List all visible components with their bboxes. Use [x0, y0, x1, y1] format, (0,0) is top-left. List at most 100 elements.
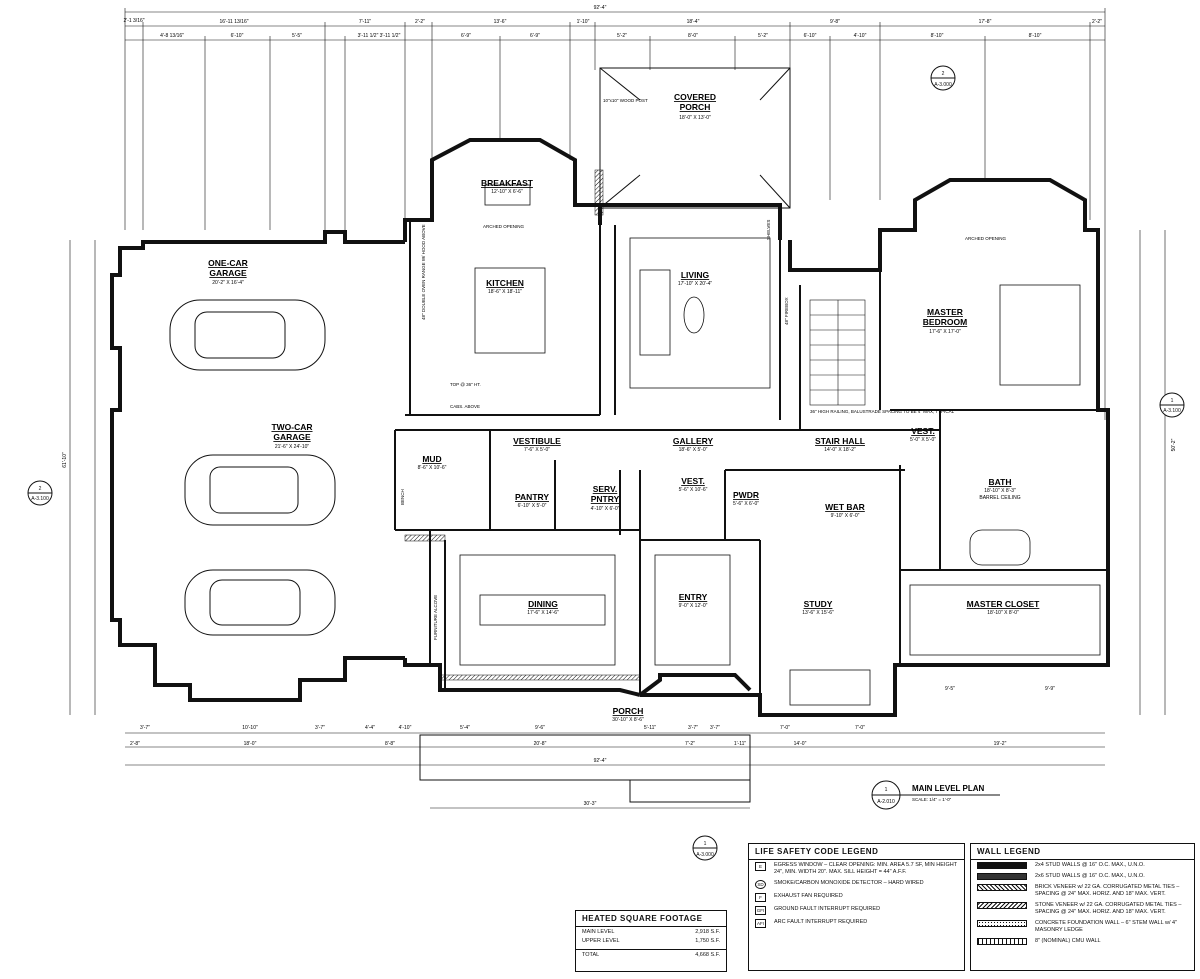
- svg-text:20'-8": 20'-8": [534, 741, 547, 747]
- svg-text:13'-6" X 15'-6": 13'-6" X 15'-6": [802, 610, 834, 616]
- sqft-title: HEATED SQUARE FOOTAGE: [576, 911, 726, 927]
- svg-text:8'-10": 8'-10": [1029, 33, 1042, 39]
- section-marker-bottom: 1 A-3.000: [692, 835, 718, 861]
- wall-legend: WALL LEGEND 2x4 STUD WALLS @ 16" O.C. MA…: [970, 843, 1195, 971]
- svg-text:6'-10": 6'-10": [804, 33, 817, 39]
- svg-text:5'-6" X 6'-0": 5'-6" X 6'-0": [733, 501, 759, 507]
- svg-text:16'-11 13/16": 16'-11 13/16": [219, 19, 248, 25]
- dining-rug: [459, 554, 616, 666]
- note-furniture-alcove: FURNITURE ALCOVE: [433, 595, 438, 640]
- svg-text:18'-10" X 8'-3": 18'-10" X 8'-3": [984, 488, 1016, 494]
- svg-text:A-2.010: A-2.010: [877, 799, 895, 805]
- plan-title: 1 A-2.010 MAIN LEVEL PLAN SCALE: 1/4" = …: [871, 780, 1000, 810]
- svg-text:18'-6" X 18'-11": 18'-6" X 18'-11": [488, 289, 522, 295]
- svg-text:14'-0" X 18'-2": 14'-0" X 18'-2": [824, 447, 856, 453]
- svg-text:2: 2: [942, 71, 945, 77]
- interior-walls: [394, 220, 1108, 715]
- note-shelves: SHELVES: [766, 220, 771, 240]
- covered-porch-outline: [599, 67, 791, 209]
- svg-text:7'-2": 7'-2": [685, 741, 695, 747]
- stone-veneer-swatch: [977, 902, 1027, 909]
- top-dimension-lines: [124, 8, 1106, 420]
- svg-text:PORCH: PORCH: [680, 102, 711, 112]
- exhaust-fan-icon: F: [755, 893, 766, 902]
- room-master-closet: MASTER CLOSET: [967, 599, 1041, 609]
- bottom-dimension-text: 2'-8" 18'-0" 8'-8" 20'-8" 7'-2" 1'-11" 1…: [130, 686, 1055, 807]
- top-dimension-text: 92'-4" 2'-1 3/16" 16'-11 13/16" 7'-11" 2…: [123, 5, 1102, 39]
- room-serv-pantry: SERV.: [593, 484, 618, 494]
- cmu-swatch: [977, 938, 1027, 945]
- svg-text:5'-6" X 10'-6": 5'-6" X 10'-6": [679, 487, 708, 493]
- svg-text:10'-10": 10'-10": [242, 725, 258, 731]
- svg-text:5'-2": 5'-2": [758, 33, 768, 39]
- life-safety-title: LIFE SAFETY CODE LEGEND: [749, 844, 964, 860]
- svg-text:2'-8": 2'-8": [130, 741, 140, 747]
- room-wet-bar: WET BAR: [825, 502, 865, 512]
- svg-text:A-3.000: A-3.000: [934, 82, 952, 88]
- room-breakfast: BREAKFAST: [481, 178, 534, 188]
- afi-icon: AFI: [755, 919, 766, 928]
- entry-rug: [654, 554, 731, 666]
- svg-text:1'-10": 1'-10": [577, 19, 590, 25]
- svg-text:6'-9": 6'-9": [461, 33, 471, 39]
- svg-text:1: 1: [704, 841, 707, 847]
- note-arched-opening: ARCHED OPENING: [483, 224, 525, 229]
- room-study: STUDY: [804, 599, 833, 609]
- svg-text:GARAGE: GARAGE: [273, 432, 311, 442]
- svg-text:18'-0" X 13'-0": 18'-0" X 13'-0": [679, 115, 711, 121]
- room-labels: COVERED PORCH 18'-0" X 13'-0" BREAKFAST …: [208, 92, 1040, 723]
- svg-text:18'-4": 18'-4": [687, 19, 700, 25]
- legend-item: BRICK VENEER w/ 22 GA. CORRUGATED METAL …: [971, 882, 1194, 900]
- room-vest-entry: VEST.: [681, 476, 705, 486]
- plan-title-text: MAIN LEVEL PLAN: [912, 784, 985, 793]
- desk: [789, 669, 871, 706]
- svg-text:8'-6" X 10'-6": 8'-6" X 10'-6": [418, 465, 447, 471]
- svg-text:5'-0" X 5'-0": 5'-0" X 5'-0": [910, 437, 936, 443]
- svg-text:2'-2": 2'-2": [415, 19, 425, 25]
- note-wood-post: 10"x10" WOOD POST: [603, 98, 648, 103]
- legend-item: 2x4 STUD WALLS @ 16" O.C. MAX., U.N.O.: [971, 860, 1194, 871]
- svg-text:7'-11": 7'-11": [359, 19, 372, 25]
- room-vestibule: VESTIBULE: [513, 436, 561, 446]
- exterior-walls: [110, 138, 1110, 717]
- svg-text:30'-10" X 8'-6": 30'-10" X 8'-6": [612, 717, 644, 723]
- svg-text:PNTRY: PNTRY: [591, 494, 620, 504]
- svg-text:20'-2" X 16'-4": 20'-2" X 16'-4": [212, 280, 244, 286]
- room-master-bedroom: MASTER: [927, 307, 963, 317]
- brick-veneer-swatch: [977, 884, 1027, 891]
- legend-item: 8" (NOMINAL) CMU WALL: [971, 936, 1194, 947]
- dim-right-overall: 50'-2": [1171, 438, 1177, 451]
- room-powder: PWDR: [733, 490, 759, 500]
- room-bath: BATH: [989, 477, 1012, 487]
- section-marker-right: 1 A-3.100: [1159, 392, 1185, 418]
- svg-text:21'-6" X 24'-10": 21'-6" X 24'-10": [275, 444, 310, 450]
- svg-text:3'-7": 3'-7": [688, 725, 698, 731]
- svg-text:1'-11": 1'-11": [734, 741, 747, 747]
- section-marker-top: 2 A-3.000: [930, 65, 956, 91]
- svg-text:18'-0": 18'-0": [244, 741, 257, 747]
- car-icon: [184, 454, 336, 526]
- room-dining: DINING: [528, 599, 558, 609]
- svg-text:19'-2": 19'-2": [994, 741, 1007, 747]
- note-bench: BENCH: [400, 489, 405, 505]
- svg-text:17'-10" X 20'-4": 17'-10" X 20'-4": [678, 281, 713, 287]
- legend-item: 2x6 STUD WALLS @ 16" O.C. MAX., U.N.O.: [971, 871, 1194, 882]
- cars: [169, 299, 336, 636]
- svg-text:5'-2": 5'-2": [617, 33, 627, 39]
- svg-text:BEDROOM: BEDROOM: [923, 317, 967, 327]
- room-kitchen: KITCHEN: [486, 278, 524, 288]
- room-porch: PORCH: [613, 706, 644, 716]
- svg-text:1: 1: [1171, 398, 1174, 404]
- side-dimension-lines: [69, 230, 1166, 715]
- svg-text:2'-2": 2'-2": [1092, 19, 1102, 25]
- dim-porch-width: 30'-3": [584, 801, 597, 807]
- svg-text:3'-7": 3'-7": [710, 725, 720, 731]
- svg-text:4'-10" X 6'-0": 4'-10" X 6'-0": [591, 506, 620, 512]
